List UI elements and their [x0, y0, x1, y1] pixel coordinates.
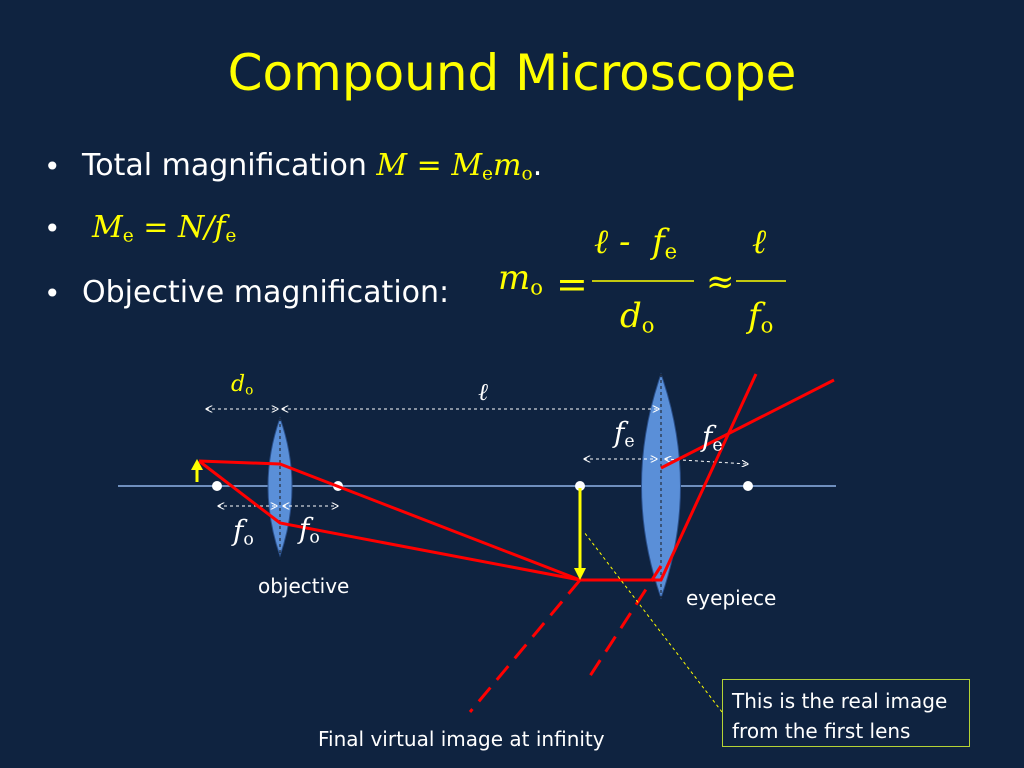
- label-objective: objective: [258, 574, 350, 598]
- light-rays: [198, 373, 835, 713]
- ray-4: [660, 378, 835, 470]
- label-l: ℓ: [478, 378, 488, 406]
- eyepiece-lens: [641, 372, 681, 600]
- label-fe-right: fe: [702, 420, 723, 456]
- bullet-dot: •: [44, 212, 61, 245]
- focal-point-eyepiece-right: [743, 481, 753, 491]
- label-total-magnification: Total magnification: [82, 148, 377, 183]
- formula-equals: =: [556, 262, 588, 306]
- note-pointer: [583, 531, 723, 713]
- focal-point-eyepiece-left: [575, 481, 585, 491]
- label-fe-left: fe: [614, 416, 635, 452]
- formula-numerator-2: ℓ: [752, 222, 767, 262]
- real-image-arrow-head: [574, 568, 586, 580]
- formula-denominator-1: do: [620, 296, 655, 338]
- formula-numerator-1: ℓ - fe: [594, 222, 678, 264]
- ray-2: [198, 459, 581, 582]
- virtual-ray-2: [588, 565, 663, 677]
- formula-total: M = Memo: [376, 148, 533, 185]
- label-do: do: [231, 372, 254, 399]
- ray-3: [580, 373, 758, 582]
- bullet-dot: •: [44, 277, 61, 310]
- formula-denominator-2: fo: [748, 296, 774, 338]
- note-real-image: This is the real image from the first le…: [722, 679, 970, 747]
- label-objective-magnification: Objective magnification:: [82, 275, 450, 310]
- page-title: Compound Microscope: [227, 44, 797, 102]
- ray-1: [198, 459, 581, 582]
- formula-lhs: mo: [498, 258, 543, 300]
- label-eyepiece: eyepiece: [686, 586, 777, 610]
- bullet-dot: •: [44, 150, 61, 183]
- virtual-ray-1: [468, 579, 582, 713]
- label-fo-left: fo: [233, 514, 254, 550]
- formula-approx: ≈: [706, 262, 735, 302]
- object-arrow-head: [191, 459, 203, 470]
- formula-eyepiece: Me = N/fe: [92, 210, 237, 247]
- label-final-virtual-image: Final virtual image at infinity: [318, 727, 605, 751]
- focal-point-objective-left: [212, 481, 222, 491]
- label-fo-right: fo: [299, 512, 320, 548]
- bullet-text: Total magnification M = Memo.: [82, 148, 543, 185]
